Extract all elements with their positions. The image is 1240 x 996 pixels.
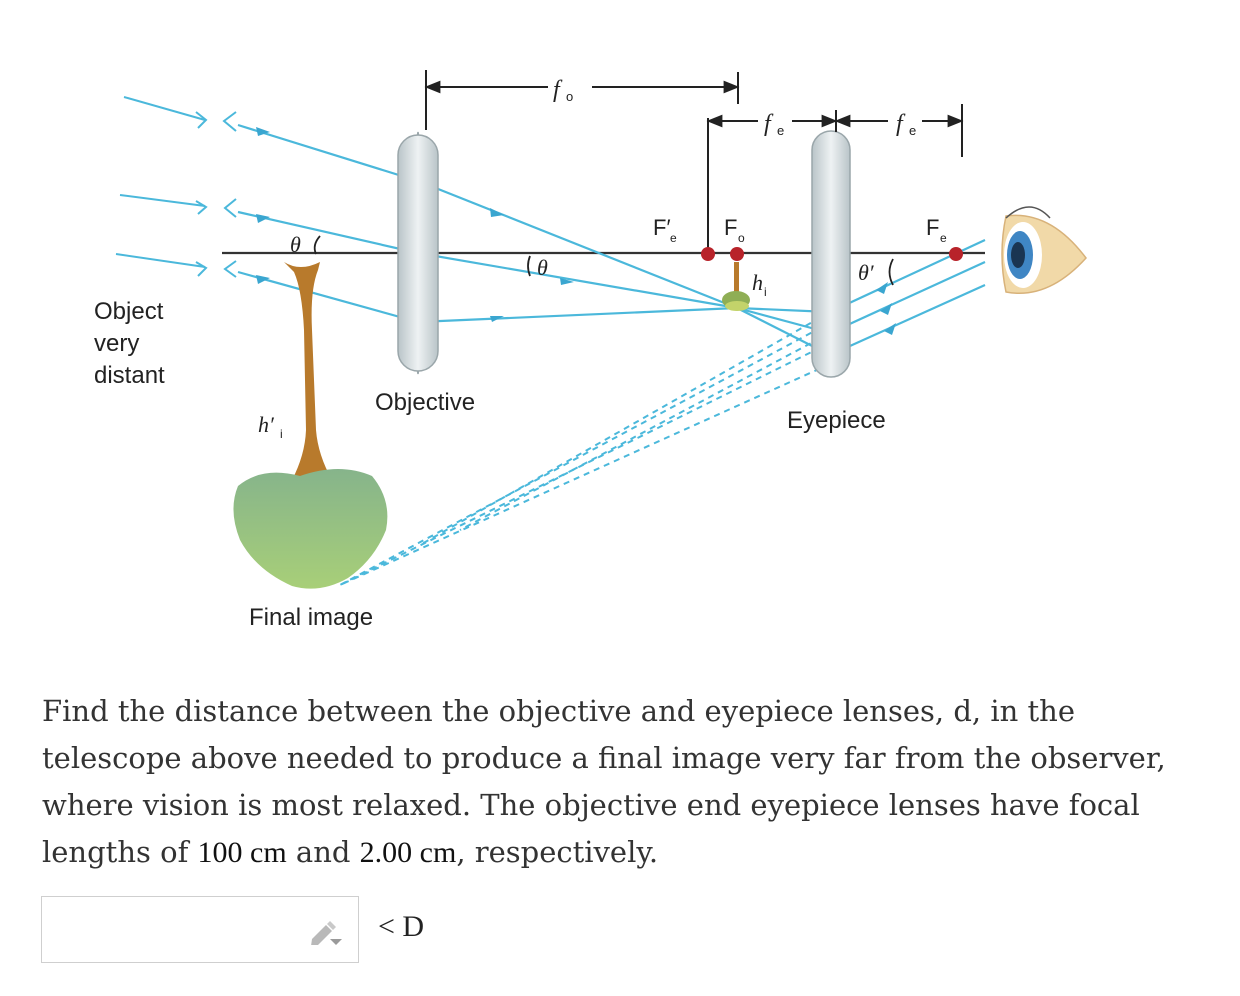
eyepiece-rays <box>736 239 986 357</box>
theta-prime-label: θ′ <box>858 260 875 285</box>
hi-label: h <box>752 270 763 295</box>
fe-sub-2: e <box>909 123 916 138</box>
fo-point-label: F <box>724 215 737 240</box>
answer-input[interactable] <box>41 896 359 963</box>
objective-focal-length: 100 cm <box>197 836 287 869</box>
question-part2: and <box>286 835 360 869</box>
theta-prime-arc <box>888 258 894 286</box>
fe-sub-1: e <box>777 123 784 138</box>
fe-label-2: f <box>896 111 906 137</box>
fe-prime-sub: e <box>670 231 677 245</box>
eyepiece-focal-length: 2.00 cm <box>359 836 457 869</box>
fo-label: f <box>553 77 563 103</box>
object-label-line3: distant <box>94 362 165 389</box>
question-part1: Find the distance between the objective … <box>42 694 1166 869</box>
unit-dropdown[interactable]: < D <box>378 910 425 943</box>
object-label-line2: very <box>94 330 139 357</box>
fe-label-1: f <box>764 111 774 137</box>
theta-arc-objective <box>313 235 321 255</box>
objective-label: Objective <box>375 389 475 416</box>
hi-sub: i <box>764 285 767 299</box>
final-image-tree <box>233 262 388 589</box>
question-text: Find the distance between the objective … <box>42 688 1202 876</box>
eyepiece-label: Eyepiece <box>787 407 886 434</box>
focal-point-fo <box>730 247 744 261</box>
eyepiece-lens <box>811 130 851 378</box>
eye-icon <box>1001 206 1087 294</box>
objective-rays <box>237 123 738 324</box>
fo-sub: o <box>566 89 573 104</box>
fe-point-label: F <box>926 215 939 240</box>
intermediate-image <box>722 262 750 311</box>
object-label-line1: Object <box>94 298 164 325</box>
focal-point-fe <box>949 247 963 261</box>
telescope-diagram: f o f e f e F′ e F o F e θ θ θ′ h i h′ i… <box>94 70 1087 631</box>
hi-prime-label: h′ <box>258 412 275 437</box>
focal-dimensions <box>424 70 964 253</box>
pencil-icon[interactable] <box>308 919 342 945</box>
final-image-label: Final image <box>249 604 373 631</box>
hi-prime-sub: i <box>280 427 283 441</box>
incoming-rays <box>115 96 237 278</box>
fe-point-sub: e <box>940 231 947 245</box>
theta-label-mid: θ <box>537 255 548 280</box>
theta-label-objective: θ <box>290 232 301 257</box>
fe-prime-label: F′ <box>653 215 671 240</box>
focal-point-fe-prime <box>701 247 715 261</box>
theta-arc-mid <box>527 255 531 277</box>
virtual-rays <box>339 311 851 586</box>
fo-point-sub: o <box>738 231 745 245</box>
question-part3: , respectively. <box>456 835 659 869</box>
